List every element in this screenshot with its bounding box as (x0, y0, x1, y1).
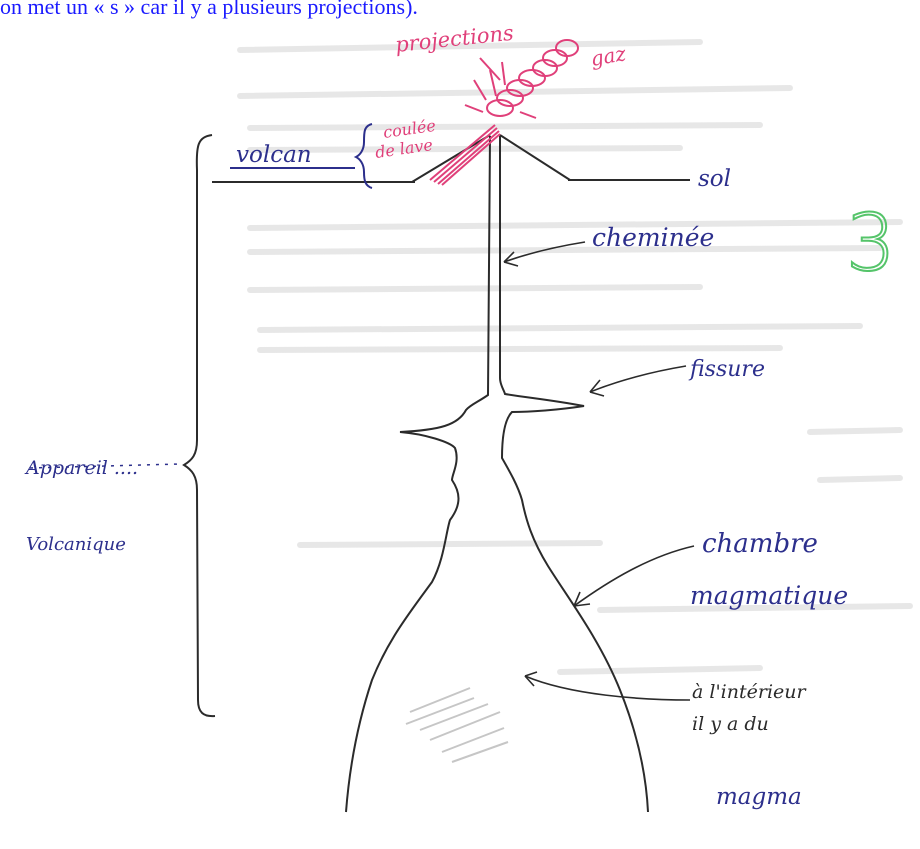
ghost-background-lines (240, 42, 910, 672)
left-brace (184, 135, 215, 716)
magma-hatching (406, 688, 508, 762)
label-fissure: fissure (688, 357, 765, 382)
label-volcanique: Volcanique (26, 534, 126, 555)
label-chambre-line1: chambre (702, 529, 818, 559)
label-coulee-line2: de lave (374, 135, 434, 162)
label-cheminee: cheminée (592, 223, 714, 252)
label-magma: magma (716, 784, 802, 810)
label-interieur-line2: il y a du (692, 713, 769, 735)
label-chambre-line2: magmatique (690, 581, 848, 610)
grade-mark: 3 (846, 199, 896, 289)
small-brace (356, 124, 372, 188)
label-appareil: Appareil .... (24, 457, 138, 479)
label-volcan: volcan (236, 142, 312, 168)
label-interieur-line1: à l'intérieur (692, 681, 808, 703)
label-sol: sol (698, 166, 731, 192)
label-projections: projections (394, 21, 515, 57)
lava-projections (430, 40, 578, 185)
arrows (504, 242, 694, 700)
label-gaz: gaz (589, 41, 628, 71)
